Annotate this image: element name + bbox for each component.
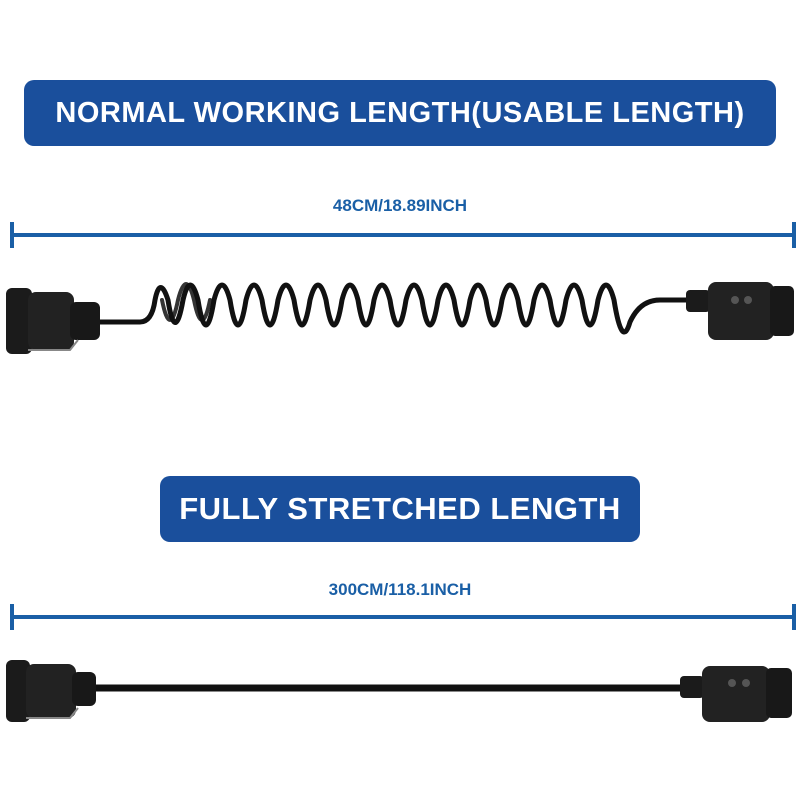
coiled-cable: [97, 282, 693, 335]
normal-length-dimension-line: [10, 222, 796, 248]
stretched-length-measurement: 300CM/118.1INCH: [328, 580, 472, 599]
plug-connector-right-bottom: [680, 666, 792, 722]
normal-length-banner-text: NORMAL WORKING LENGTH(USABLE LENGTH): [55, 97, 745, 129]
plug-connector-right-top: [686, 282, 794, 340]
socket-connector-left-top: [6, 288, 100, 354]
stretched-length-banner-text: FULLY STRETCHED LENGTH: [179, 491, 621, 526]
normal-length-measurement: 48CM/18.89INCH: [332, 196, 468, 215]
normal-length-banner: NORMAL WORKING LENGTH(USABLE LENGTH): [24, 80, 776, 146]
stretched-length-dimension-line: [10, 604, 796, 630]
stretched-length-banner: FULLY STRETCHED LENGTH: [160, 476, 640, 542]
socket-connector-left-bottom: [6, 660, 96, 722]
